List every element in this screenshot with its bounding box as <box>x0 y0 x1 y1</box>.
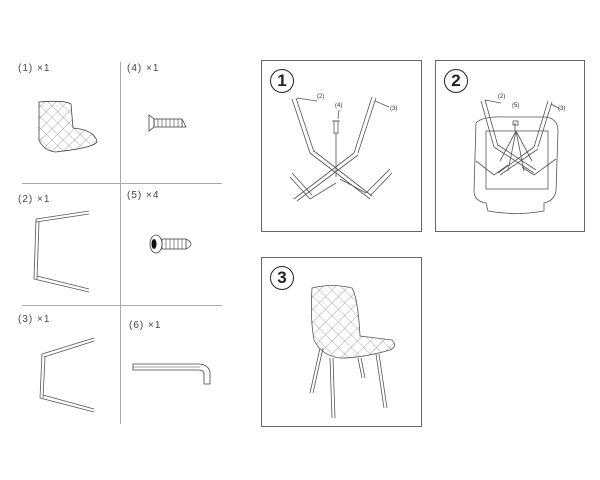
allen-key-icon <box>132 363 211 385</box>
grid-divider-row-2 <box>22 305 222 306</box>
leg-frame-a-icon <box>33 210 90 293</box>
step-2-callout-5: (5) <box>512 103 520 109</box>
part-label-3: (3) ×1 <box>18 314 51 325</box>
step-3-assembled-chair <box>309 285 395 419</box>
step-1-panel: 1 (2) (4) (3) <box>261 60 422 232</box>
part-label-1: (1) ×1 <box>18 63 51 74</box>
step-3-number: 3 <box>270 266 294 290</box>
step-2-callout-3: (3) <box>558 106 566 112</box>
step-1-diagram <box>289 96 393 202</box>
flat-head-screw-icon <box>148 114 187 132</box>
step-1-callout-4: (4) <box>335 103 343 109</box>
step-1-number: 1 <box>270 69 294 93</box>
step-2-callout-2: (2) <box>498 94 506 100</box>
seat-shell-icon <box>38 100 98 153</box>
round-head-bolt-icon <box>149 234 192 254</box>
leg-frame-b-icon <box>39 337 95 413</box>
step-2-number: 2 <box>444 69 468 93</box>
step-2-panel: 2 (2) (5) (3) <box>435 60 585 232</box>
step-1-callout-3: (3) <box>390 106 398 112</box>
part-label-2: (2) ×1 <box>18 194 51 205</box>
step-3-panel: 3 <box>261 257 422 427</box>
grid-divider-row-1 <box>22 183 222 184</box>
part-label-6: (6) ×1 <box>129 320 162 331</box>
grid-divider-vertical <box>120 62 121 424</box>
part-label-4: (4) ×1 <box>127 63 160 74</box>
step-1-callout-2: (2) <box>317 94 325 100</box>
step-2-diagram <box>473 99 561 214</box>
part-label-5: (5) ×4 <box>127 190 160 201</box>
